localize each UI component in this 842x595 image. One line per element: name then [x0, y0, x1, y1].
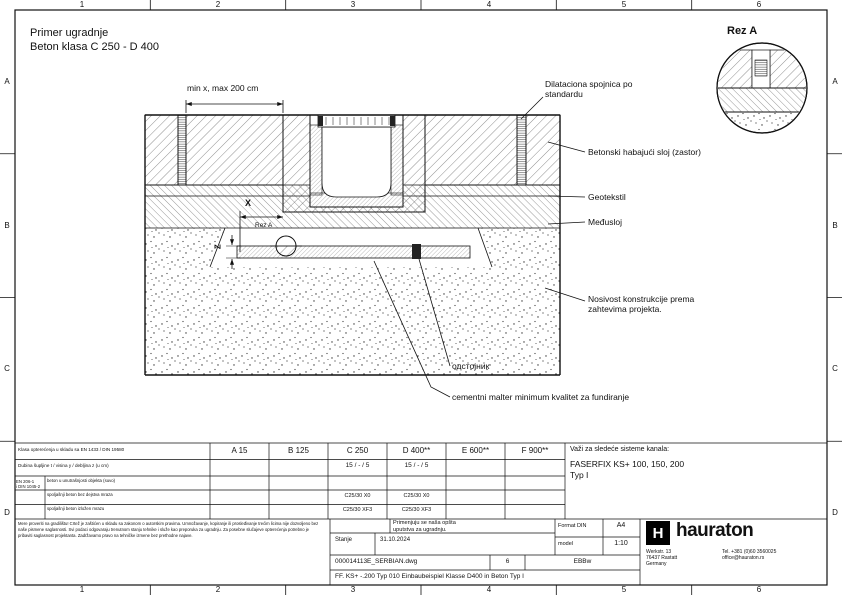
callout-geotextile: Geotekstil — [588, 192, 626, 202]
dim-x-label: X — [245, 198, 252, 208]
col-label-bottom-1: 1 — [79, 585, 85, 594]
dim-z-label: Z — [213, 244, 223, 250]
dims-c250: 15 / - / 5 — [345, 462, 370, 469]
callout-interlayer: Međusloj — [588, 217, 623, 227]
load-class-label: Klasa opterećenja u skladu sa EN 1433 / … — [18, 447, 125, 452]
row-label-right-c: C — [832, 364, 838, 373]
cross-section — [144, 96, 586, 398]
systems-value: FASERFIX KS+ 100, 150, 200 Typ I — [570, 459, 685, 481]
callout-dilatation: Dilataciona spojnica po standardu — [545, 79, 633, 100]
page-title-line1: Primer ugradnje — [30, 27, 109, 39]
concrete-xf3-d400: C25/30 XF3 — [401, 507, 432, 513]
format-value: A4 — [616, 522, 626, 529]
col-label-top-1: 1 — [79, 0, 85, 9]
brand-address: Werkstr. 13 76437 Rastatt Germany — [646, 549, 678, 567]
editor-code: EBBw — [573, 558, 592, 565]
concrete-slabs — [144, 114, 561, 186]
concrete-x0-c250: C25/30 X0 — [344, 492, 371, 499]
row-label-right-a: A — [832, 77, 838, 86]
row-label-left-c: C — [4, 364, 10, 373]
systems-label: Važi za sledeće sisteme kanala: — [570, 446, 670, 453]
col-label-top-3: 3 — [350, 0, 356, 9]
col-label-top-2: 2 — [215, 0, 221, 9]
brand-name: hauraton — [676, 520, 754, 541]
exposure-row-1: beton u unutrašnjosti objekta (suvo) — [47, 478, 116, 483]
dimensions — [185, 100, 284, 269]
format-label: Format DIN — [558, 523, 587, 529]
col-label-bottom-4: 4 — [486, 585, 492, 594]
class-b125: B 125 — [288, 446, 309, 455]
installation-note: Primenjuju se naša opšta uputstva za ugr… — [393, 520, 456, 533]
hauraton-logo-icon: H — [646, 521, 670, 545]
row-label-right-d: D — [832, 508, 838, 517]
exposure-row-2: spoljašnji beton bez dejstva mraza — [47, 492, 113, 497]
class-a15: A 15 — [231, 446, 248, 455]
col-label-top-4: 4 — [486, 0, 492, 9]
doc-title: FF. KS+ -.200 Typ 010 Einbaubeispiel Kla… — [335, 573, 524, 580]
concrete-x0-d400: C25/30 X0 — [403, 492, 430, 499]
disclaimer-text: Mere proveriti na gradilištu! Crtež je z… — [18, 521, 319, 539]
callout-mortar: cementni malter minimum kvalitet za fund… — [452, 392, 630, 402]
page-title-line2: Beton klasa C 250 - D 400 — [30, 41, 160, 53]
file-name: 000014113E_SERBIAN.dwg — [335, 558, 418, 565]
class-e600: E 600** — [461, 446, 490, 455]
col-label-bottom-3: 3 — [350, 585, 356, 594]
class-c250: C 250 — [346, 446, 369, 455]
status-label: Stanje — [335, 537, 353, 543]
mortar-bed — [236, 245, 471, 259]
dim-top-label: min x, max 200 cm — [187, 83, 259, 93]
col-label-top-6: 6 — [756, 0, 762, 9]
callout-spacer: одстојник — [452, 361, 490, 371]
row-label-right-b: B — [832, 221, 838, 230]
dims-label: Dubina šupljine t / visina y / debljina … — [18, 463, 109, 468]
row-label-left-d: D — [4, 508, 10, 517]
leader-lines — [373, 96, 586, 398]
spacer-block — [412, 244, 421, 259]
row-label-left-a: A — [4, 77, 10, 86]
section-detail — [716, 42, 808, 134]
callout-bearing: Nosivost konstrukcije prema zahtevima pr… — [588, 294, 695, 315]
class-f900: F 900** — [521, 446, 549, 455]
section-marker-label: Rez A — [255, 222, 273, 229]
grate — [317, 114, 396, 128]
logo-letter: H — [652, 524, 664, 542]
sheet-number: 6 — [505, 558, 510, 565]
concrete-xf3-c250: C25/30 XF3 — [342, 507, 373, 513]
dims-d400: 15 / - / 5 — [404, 462, 429, 469]
scale-value: 1:10 — [614, 540, 628, 547]
callout-wear-layer: Betonski habajući sloj (zastor) — [588, 147, 701, 157]
col-label-bottom-2: 2 — [215, 585, 221, 594]
col-label-bottom-5: 5 — [621, 585, 627, 594]
channel-cavity — [321, 126, 392, 198]
row-label-left-b: B — [4, 221, 10, 230]
col-label-bottom-6: 6 — [756, 585, 762, 594]
titleblock-grid — [15, 442, 827, 585]
detail-title: Rez A — [727, 25, 758, 37]
norm-label: EN 206-1 i DIN 1045-2 — [16, 479, 41, 490]
col-label-top-5: 5 — [621, 0, 627, 9]
scale-label: model — [558, 541, 573, 547]
class-d400: D 400** — [402, 446, 431, 455]
exposure-row-3: spoljašnji beton izložen mrazu — [47, 506, 105, 511]
brand-contact: Tel. +381 (0)60 3560025 office@hauraton.… — [722, 549, 777, 561]
status-value: 31.10.2024 — [380, 537, 411, 543]
